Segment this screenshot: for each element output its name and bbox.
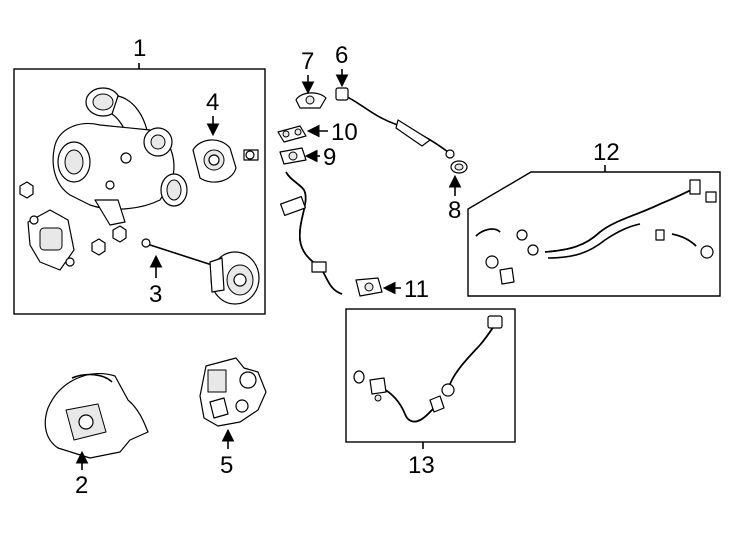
callout-12: 12 (593, 139, 620, 166)
coolant-hose-part (353, 315, 503, 423)
callout-7: 7 (301, 48, 314, 75)
oil-return-pipe-part (280, 171, 343, 295)
gasket-11-part (355, 277, 383, 297)
callout-8: 8 (448, 197, 461, 224)
heat-shield-part (44, 372, 149, 459)
coolant-lines-box (467, 165, 721, 297)
callout-10: 10 (331, 119, 358, 146)
callout-6: 6 (335, 42, 348, 69)
turbocharger-part (19, 87, 188, 271)
gasket-10-part (277, 125, 307, 143)
coolant-lines-part (475, 179, 717, 285)
callout-5: 5 (220, 452, 233, 479)
coolant-hose-box (345, 308, 516, 449)
actuator-rod-part (141, 238, 260, 305)
wastegate-actuator-part (192, 139, 259, 183)
solenoid-valve-part (199, 357, 267, 427)
callout-13: 13 (408, 452, 435, 479)
callout-9: 9 (323, 144, 336, 171)
callout-11: 11 (404, 276, 429, 303)
turbocharger-assembly-box (13, 63, 266, 315)
callout-2: 2 (75, 472, 88, 499)
gasket-9-part (279, 147, 307, 165)
oil-feed-line-part (335, 87, 455, 159)
callout-1: 1 (133, 35, 146, 62)
callout-4: 4 (206, 89, 219, 116)
bracket-7-part (295, 92, 327, 109)
callout-3: 3 (149, 281, 162, 308)
seal-8-part (450, 160, 468, 174)
